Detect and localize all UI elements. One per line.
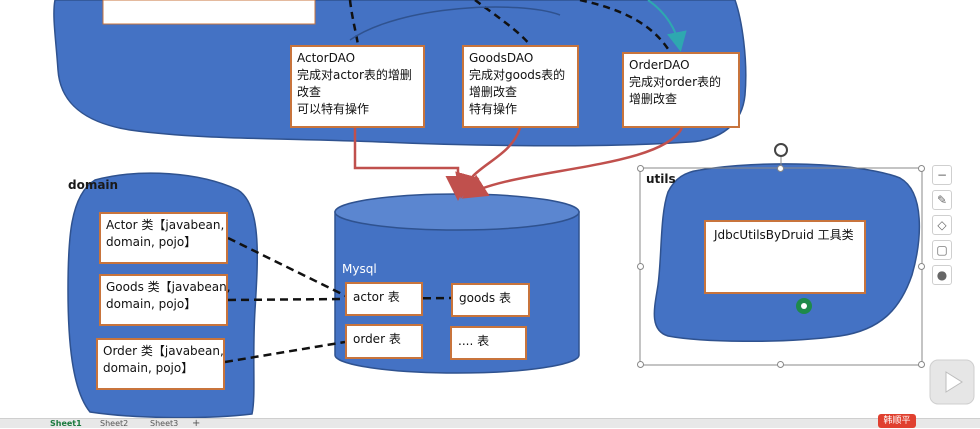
selection-handle[interactable] (637, 263, 644, 270)
jdbcutils-box: JdbcUtilsByDruid 工具类 (704, 220, 866, 294)
selection-handle[interactable] (637, 165, 644, 172)
selection-handle[interactable] (777, 165, 784, 172)
utils-title: utils (646, 172, 676, 186)
arrow-orderdao-mysql (461, 127, 684, 199)
table-order-label: order 表 (353, 332, 401, 346)
goodsdao-line-1: GoodsDAO (469, 51, 534, 65)
domain-goods-line-2: domain, pojo】 (106, 297, 197, 311)
actordao-box: ActorDAO 完成对actor表的增删 改查 可以特有操作 (290, 45, 425, 128)
domain-goods-line-1: Goods 类【javabean, (106, 280, 231, 294)
jdbcutils-label: JdbcUtilsByDruid 工具类 (714, 228, 854, 242)
selection-handle[interactable] (777, 361, 784, 368)
orderdao-line-3: 增删改查 (629, 92, 678, 106)
layers-icon[interactable]: ▢ (932, 240, 952, 260)
orderdao-line-1: OrderDAO (629, 58, 690, 72)
domain-item-actor: Actor 类【javabean, domain, pojo】 (99, 212, 228, 264)
domain-item-order: Order 类【javabean, domain, pojo】 (96, 338, 225, 390)
goodsdao-box: GoodsDAO 完成对goods表的 增删改查 特有操作 (462, 45, 579, 128)
eraser-icon[interactable]: ◇ (932, 215, 952, 235)
actordao-line-1: ActorDAO (297, 51, 356, 65)
domain-actor-line-1: Actor 类【javabean, (106, 218, 225, 232)
actordao-line-3: 改查 (297, 85, 322, 99)
actordao-line-4: 可以特有操作 (297, 102, 370, 116)
orderdao-box: OrderDAO 完成对order表的 增删改查 (622, 52, 740, 128)
minus-icon[interactable]: − (932, 165, 952, 185)
table-etc: .... 表 (450, 326, 527, 360)
domain-actor-line-2: domain, pojo】 (106, 235, 197, 249)
table-goods: goods 表 (451, 283, 530, 317)
selection-handle[interactable] (918, 361, 925, 368)
selection-handle[interactable] (637, 361, 644, 368)
table-actor: actor 表 (345, 282, 423, 316)
domain-order-line-2: domain, pojo】 (103, 361, 194, 375)
tab-sheet2[interactable]: Sheet2 (100, 419, 129, 428)
goodsdao-line-3: 增删改查 (469, 85, 518, 99)
selection-handle[interactable] (918, 263, 925, 270)
user-badge: 韩顺平 (878, 414, 916, 428)
top-white-panel (102, 0, 316, 25)
bulb-icon[interactable]: ● (932, 265, 952, 285)
orderdao-line-2: 完成对order表的 (629, 75, 721, 89)
domain-title: domain (68, 178, 119, 192)
add-sheet-button[interactable]: + (192, 418, 201, 429)
connector-top-2 (474, 0, 531, 46)
connector-top-5 (647, 0, 687, 52)
actordao-line-2: 完成对actor表的增删 (297, 68, 412, 82)
connector-top-3 (579, 0, 672, 53)
table-order: order 表 (345, 324, 423, 359)
rotate-handle[interactable] (774, 143, 788, 157)
domain-item-goods: Goods 类【javabean, domain, pojo】 (99, 274, 231, 326)
sheet-tabs-bar (0, 418, 980, 428)
selection-handle[interactable] (918, 165, 925, 172)
goodsdao-line-2: 完成对goods表的 (469, 68, 566, 82)
tab-sheet1[interactable]: Sheet1 (50, 419, 82, 428)
dash-actor-table (227, 236, 351, 300)
goodsdao-line-4: 特有操作 (469, 102, 518, 116)
tab-sheet3[interactable]: Sheet3 (150, 419, 179, 428)
pen-icon[interactable]: ✎ (932, 190, 952, 210)
mysql-label: Mysql (342, 262, 377, 276)
cursor-dot (801, 303, 807, 309)
table-actor-label: actor 表 (353, 290, 400, 304)
table-etc-label: .... 表 (458, 334, 490, 348)
domain-order-line-1: Order 类【javabean, (103, 344, 224, 358)
play-icon (945, 371, 963, 393)
table-goods-label: goods 表 (459, 291, 511, 305)
connector-top-1 (348, 0, 360, 46)
dash-order-table (224, 340, 346, 364)
connector-top-4 (349, 6, 561, 41)
